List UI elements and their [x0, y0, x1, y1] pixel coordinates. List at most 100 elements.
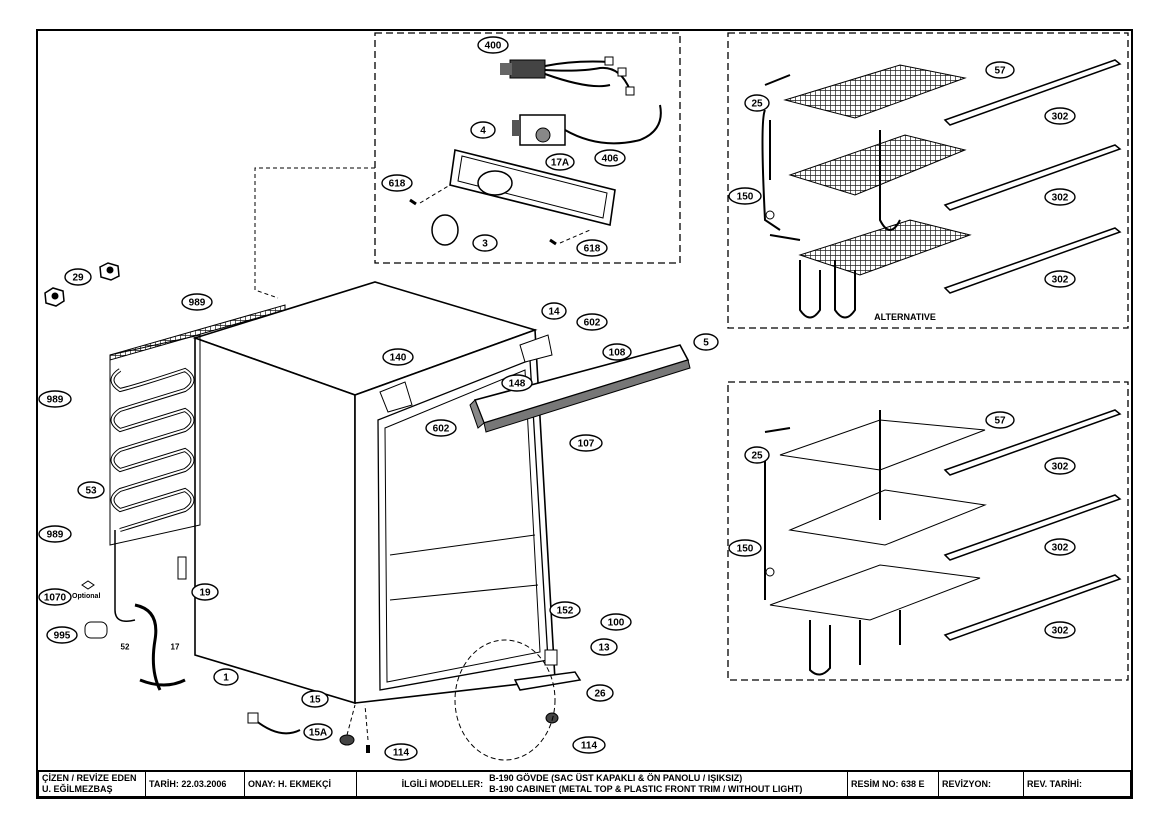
callout-number: 618	[389, 179, 406, 190]
approval-cell: ONAY: H. EKMEKÇİ	[245, 772, 357, 796]
callout-balloon	[425, 419, 457, 437]
callout-number: 148	[509, 379, 526, 390]
callout-c52: 52	[121, 643, 130, 652]
callout-balloon	[549, 601, 581, 619]
callout-c5: 5	[693, 333, 719, 351]
callout-balloon	[1044, 107, 1076, 125]
approval-text: ONAY: H. EKMEKÇİ	[248, 778, 332, 789]
callout-balloon	[744, 446, 770, 464]
callout-c17: 17	[171, 643, 180, 652]
callout-number: 25	[751, 451, 763, 462]
callout-top_302c: 302	[1044, 270, 1076, 288]
callout-number: 114	[393, 748, 410, 759]
lower-hinge	[454, 639, 582, 761]
callout-bot_302a: 302	[1044, 457, 1076, 475]
callout-number: 4	[480, 126, 486, 137]
callout-balloon	[191, 583, 219, 601]
evaporator-bottom-detail	[727, 381, 1129, 681]
callout-number: 989	[47, 530, 64, 541]
callout-balloon	[1044, 538, 1076, 556]
callout-bot_57: 57	[985, 411, 1015, 429]
title-block: ÇİZEN / REVİZE EDEN U. EĞİLMEZBAŞ TARİH:…	[37, 770, 1132, 798]
callout-balloon	[477, 36, 509, 54]
callout-balloon	[381, 174, 413, 192]
callout-balloon	[541, 302, 567, 320]
rev-date: REV. TARİHİ:	[1027, 778, 1083, 789]
callout-c1: 1	[213, 668, 239, 686]
callout-balloon	[472, 234, 498, 252]
callout-balloon	[382, 348, 414, 366]
callout-balloon	[1044, 188, 1076, 206]
callout-c152: 152	[549, 601, 581, 619]
callout-balloon	[38, 588, 72, 606]
callout-balloon	[693, 333, 719, 351]
callout-number: 57	[994, 416, 1006, 427]
callout-balloon	[1044, 621, 1076, 639]
callout-top_302a: 302	[1044, 107, 1076, 125]
callout-c4: 4	[470, 121, 496, 139]
callout-number: 19	[199, 588, 211, 599]
callout-balloon	[594, 149, 626, 167]
callout-balloon	[384, 743, 418, 761]
callout-c618a: 618	[381, 174, 413, 192]
date-cell: TARİH: 22.03.2006	[146, 772, 245, 796]
callout-number: 100	[608, 618, 625, 629]
callout-number: 400	[485, 41, 502, 52]
callout-balloon	[38, 525, 72, 543]
callout-c989b: 989	[38, 390, 72, 408]
revision-cell: REVİZYON:	[939, 772, 1024, 796]
callout-number: 15A	[309, 728, 327, 739]
callout-bot_302b: 302	[1044, 538, 1076, 556]
rev-date-cell: REV. TARİHİ:	[1024, 772, 1130, 796]
callout-c1070: 1070	[38, 588, 72, 606]
callout-balloon	[602, 343, 632, 361]
callout-c29: 29	[64, 268, 92, 286]
callout-balloon	[38, 390, 72, 408]
callout-c989c: 989	[38, 525, 72, 543]
callout-number: 618	[584, 244, 601, 255]
callout-c108: 108	[602, 343, 632, 361]
callout-balloon	[576, 239, 608, 257]
callout-balloon	[64, 268, 92, 286]
callout-balloon	[213, 668, 239, 686]
callout-c17a: 17A	[545, 153, 575, 171]
callout-balloon	[77, 481, 105, 499]
callout-number: 302	[1052, 112, 1069, 123]
callout-c13: 13	[590, 638, 618, 656]
callout-top_302b: 302	[1044, 188, 1076, 206]
models-cell: İLGİLİ MODELLER: B-190 GÖVDE (SAC ÜST KA…	[357, 772, 848, 796]
callout-c400: 400	[477, 36, 509, 54]
callout-balloon	[46, 626, 78, 644]
callout-balloon	[569, 434, 603, 452]
evaporator-top-detail	[727, 32, 1129, 329]
callout-number: 15	[309, 695, 321, 706]
cable-15a	[254, 719, 301, 735]
thermostat-detail	[374, 32, 681, 264]
model-line-1: B-190 GÖVDE (SAC ÜST KAPAKLI & ÖN PANOLU…	[489, 773, 743, 783]
callout-number: 1	[223, 673, 229, 684]
callout-c618b: 618	[576, 239, 608, 257]
callout-number: 14	[548, 307, 560, 318]
callout-number: 29	[72, 273, 84, 284]
callout-balloon	[572, 736, 606, 754]
drawing-no: RESİM NO: 638 E	[851, 778, 925, 789]
callout-number: 302	[1052, 462, 1069, 473]
callout-number: 25	[751, 99, 763, 110]
callout-number: 989	[189, 298, 206, 309]
callout-number: 3	[482, 239, 488, 250]
callout-number: 406	[602, 154, 619, 165]
callout-top_150: 150	[728, 187, 762, 205]
callout-c406: 406	[594, 149, 626, 167]
callout-balloon	[470, 121, 496, 139]
callout-c602a: 602	[576, 313, 608, 331]
callout-balloon	[301, 690, 329, 708]
callout-number: 150	[737, 192, 754, 203]
callout-number: 150	[737, 544, 754, 555]
callout-c989a: 989	[181, 293, 213, 311]
drawn-by-name: U. EĞİLMEZBAŞ	[42, 784, 113, 794]
models-label: İLGİLİ MODELLER:	[401, 778, 484, 789]
callout-number: 17A	[551, 158, 569, 169]
callout-bot_25: 25	[744, 446, 770, 464]
callout-number: 302	[1052, 543, 1069, 554]
